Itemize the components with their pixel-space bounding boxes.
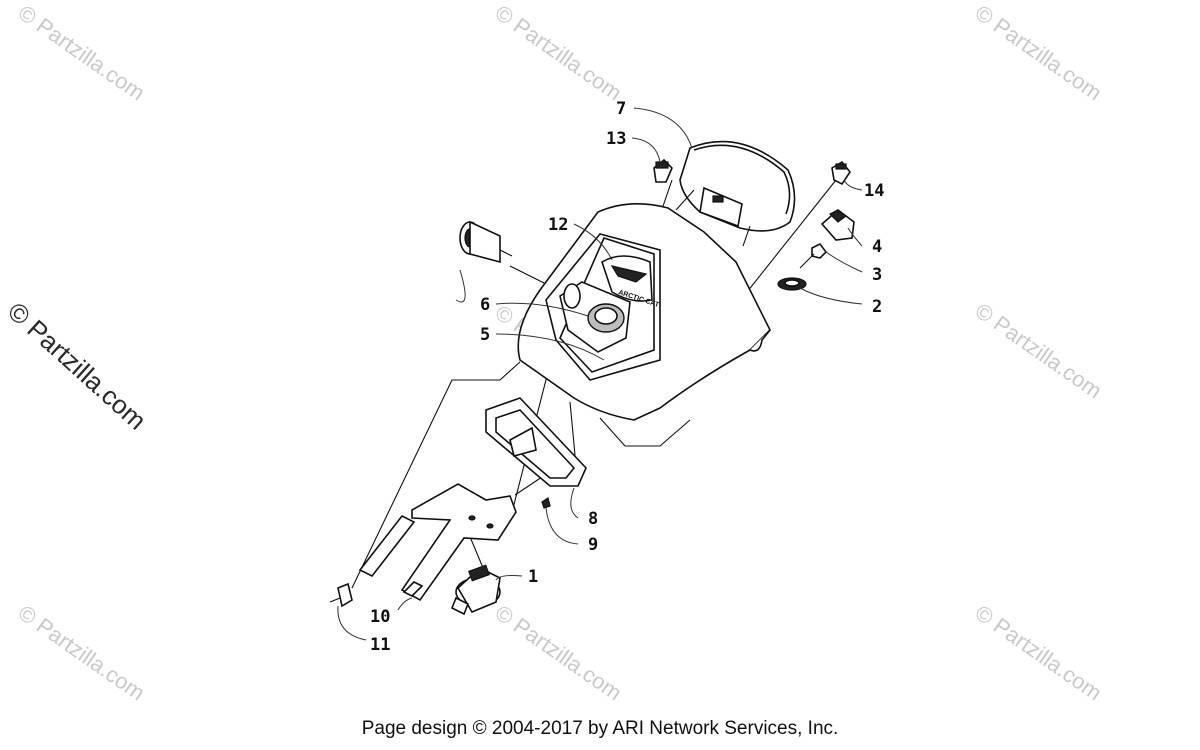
ignition-switch-part-4	[820, 208, 855, 241]
leader-lines	[337, 107, 863, 641]
callout-4: 4	[872, 237, 882, 257]
key-part-3	[799, 242, 828, 269]
callout-2: 2	[872, 297, 882, 317]
callout-5: 5	[480, 325, 490, 345]
bulb-part-13	[653, 158, 673, 183]
trim-frame-part-8	[485, 397, 587, 487]
mounting-bracket-part-10	[358, 483, 517, 602]
callout-11: 11	[370, 635, 390, 655]
rivet-part-11	[329, 582, 353, 608]
logo-decal-part-12: ARCTIC CAT	[601, 255, 660, 309]
callout-3: 3	[872, 265, 882, 285]
nut-part-2	[777, 277, 807, 291]
instrument-pod-housing	[517, 203, 771, 421]
bulb-part-14	[831, 160, 851, 186]
callout-9: 9	[588, 535, 598, 555]
switch-part-1	[450, 564, 501, 616]
callout-7: 7	[616, 99, 626, 119]
screw-part-9	[541, 497, 551, 509]
callout-12: 12	[548, 215, 568, 235]
page-footer: Page design © 2004-2017 by ARI Network S…	[361, 718, 839, 739]
callout-10: 10	[370, 607, 390, 627]
callout-8: 8	[588, 509, 598, 529]
bezel-part-6	[559, 281, 631, 353]
callout-labels: 7 13 14 12 4 3 2 6 5 8 9 1 10 11	[370, 99, 884, 655]
callout-14: 14	[864, 181, 884, 201]
callout-1: 1	[528, 567, 538, 587]
gauge-part-7	[675, 140, 796, 247]
callout-6: 6	[480, 295, 490, 315]
power-port	[459, 220, 513, 264]
callout-13: 13	[606, 129, 626, 149]
